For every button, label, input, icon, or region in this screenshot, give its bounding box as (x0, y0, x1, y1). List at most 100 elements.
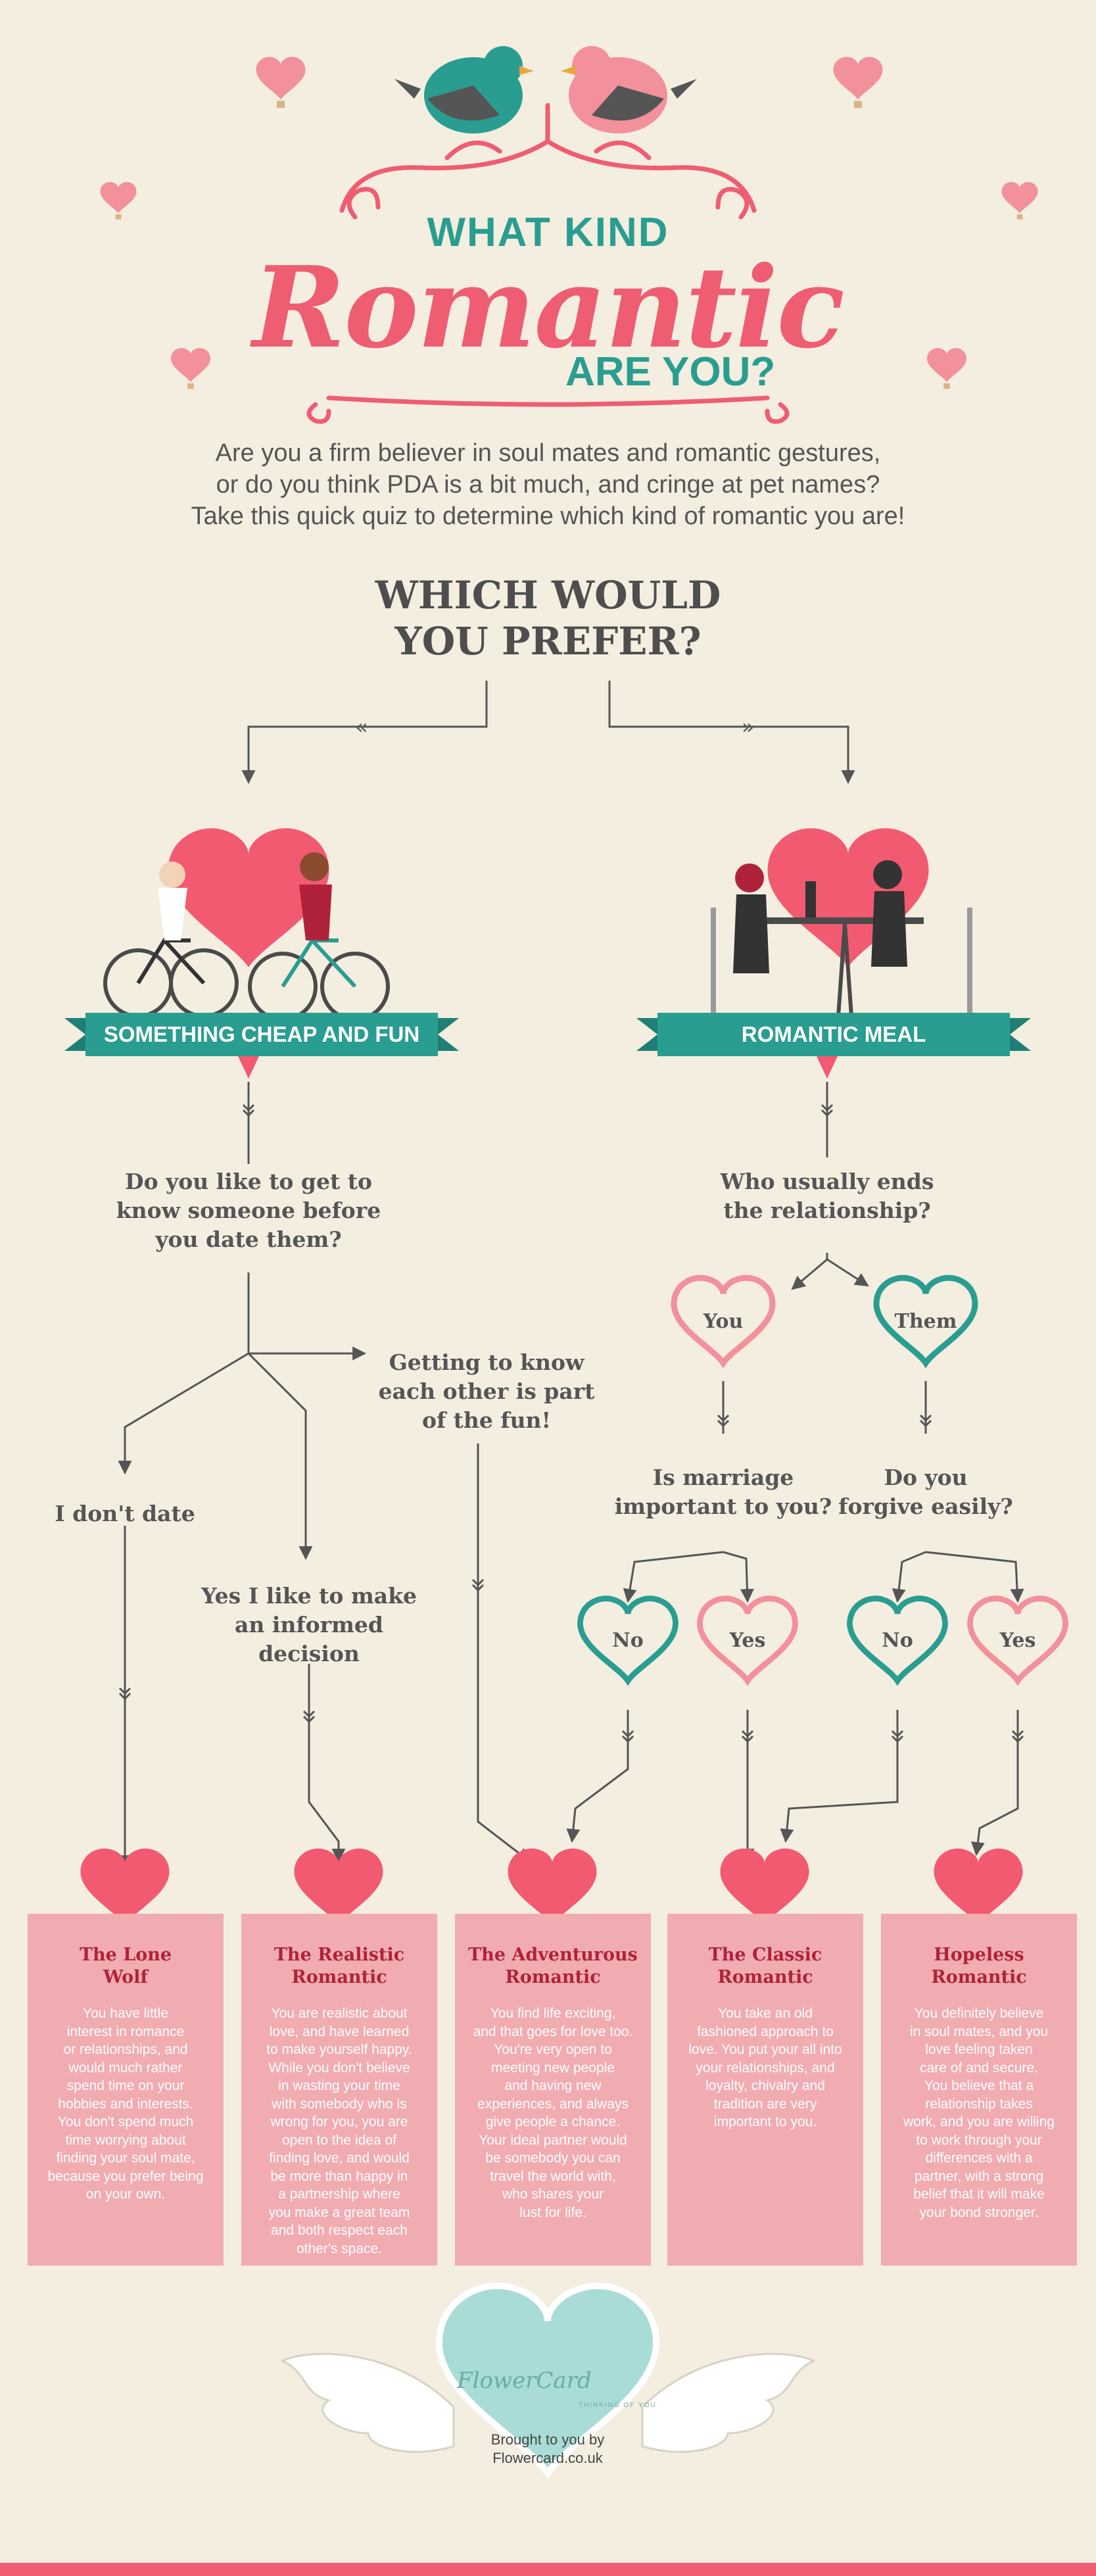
result-description-line: or relationships, and (63, 2042, 188, 2057)
main-question-line: YOU PREFER? (394, 619, 702, 664)
right-question: Who usually ends the relationship? (663, 1167, 991, 1225)
result-description-line: belief that it will make (913, 2187, 1045, 2202)
result-description-line: who shares your (502, 2187, 604, 2202)
result-description-line: You believe that a (924, 2078, 1034, 2093)
dinner-heart-icon (711, 828, 972, 1017)
svg-text:»: » (742, 714, 755, 739)
result-description-line: be more than happy in (270, 2168, 408, 2184)
result-description-line: important to you. (713, 2114, 817, 2129)
result-description-line: You have little (83, 2006, 168, 2021)
result-title-line: Romantic (291, 1967, 387, 1987)
left-banner (64, 1013, 459, 1079)
result-description-line: in wasting your time (278, 2078, 400, 2093)
balloon-heart-icon (100, 57, 1038, 389)
question-marriage-line: Is marriage (652, 1465, 794, 1490)
result-title-line: Romantic (717, 1967, 813, 1987)
result-description-line: loyalty, chivalry and (705, 2078, 825, 2093)
result-description-line: and that goes for love too. (473, 2024, 633, 2039)
flow-arrows: « » (241, 681, 855, 785)
result-description-line: time worrying about (65, 2132, 186, 2148)
flow-lines (118, 1082, 1024, 1870)
title-line-3: ARE YOU? (565, 349, 776, 395)
answer-them: Them (894, 1310, 957, 1333)
result-description-line: because you prefer being (47, 2168, 204, 2184)
bottom-stripe (0, 2563, 1096, 2576)
left-question: Do you like to get to know someone befor… (84, 1167, 413, 1254)
result-description-line: with somebody who is (272, 2096, 407, 2112)
question-forgive: Do you forgive easily? (814, 1463, 1037, 1521)
answer-you: You (703, 1310, 744, 1333)
result-description-line: You definitely believe (914, 2006, 1044, 2021)
question-forgive-line: Do you (884, 1465, 968, 1490)
result-description-line: your bond stronger. (919, 2204, 1039, 2220)
title-line-1: WHAT KIND (427, 210, 669, 255)
result-title-line: The Classic (708, 1945, 822, 1965)
result-description-line: relationship takes (925, 2096, 1033, 2112)
answer-yes-informed-line: Yes I like to make (201, 1583, 417, 1609)
result-description-line: wrong for you, you are (270, 2114, 408, 2129)
intro-line: Are you a firm believer in soul mates an… (215, 439, 881, 467)
result-title-line: Romantic (505, 1967, 601, 1987)
main-question: WHICH WOULD YOU PREFER? (0, 572, 1096, 664)
left-question-line: know someone before (116, 1198, 381, 1223)
result-description-line: spend time on your (66, 2078, 185, 2093)
result-description-line: other's space. (296, 2241, 383, 2256)
answer-getting-to-know: Getting to know each other is part of th… (368, 1348, 605, 1435)
result-title-line: The Realistic (274, 1945, 405, 1965)
result-description: You have little interest in romance or rel… (37, 2005, 214, 2204)
result-description-line: You take an old (717, 2006, 813, 2021)
left-question-line: you date them? (155, 1227, 342, 1252)
answer-getting-to-know-line: Getting to know (389, 1349, 584, 1375)
result-description-line: to make yourself happy. (266, 2042, 412, 2057)
result-description-line: you make a great team (268, 2204, 410, 2220)
result-description-line: on your own. (85, 2187, 166, 2202)
footer-credit-line: Brought to you by (490, 2431, 605, 2448)
result-description: You find life exciting,and that goes for… (464, 2005, 642, 2222)
result-description-line: give people a chance. (485, 2114, 621, 2129)
result-description-line: care of and secure. (920, 2060, 1038, 2076)
title-line-2: Romantic (252, 242, 845, 374)
result-description-line: and having new (504, 2078, 602, 2093)
result-description-line: partner, with a strong (914, 2168, 1044, 2184)
result-description-line: to work through your (916, 2132, 1042, 2148)
answer-no-marriage: No (612, 1629, 644, 1652)
left-option-label: SOMETHING CHEAP AND FUN (103, 1022, 420, 1046)
intro-line: Take this quick quiz to determine which … (191, 502, 905, 530)
answer-yes-informed-line: decision (258, 1641, 360, 1666)
intro-line: or do you think PDA is a bit much, and c… (216, 471, 880, 498)
result-description-line: open to the idea of (282, 2132, 396, 2148)
result-description-line: You don't spend much (57, 2114, 194, 2129)
result-description-line: your relationships, and (696, 2060, 835, 2076)
left-question-line: Do you like to get to (124, 1169, 372, 1194)
result-description-line: interest in romance (66, 2024, 185, 2039)
result-description-line: be somebody you can (485, 2151, 621, 2166)
result-description-line: meeting new people (491, 2060, 615, 2076)
result-title-line: Hopeless (934, 1945, 1024, 1965)
result-description-line: finding your soul mate, (56, 2151, 195, 2166)
result-description-line: work, and you are willing (903, 2114, 1055, 2129)
footer-tagline: THINKING OF YOU (579, 2402, 657, 2409)
answer-getting-to-know-line: of the fun! (421, 1407, 552, 1433)
birds-icon (394, 46, 697, 134)
ornament-icon (306, 103, 790, 424)
result-description-line: lust for life. (519, 2204, 586, 2220)
result-description-line: experiences, and always (477, 2096, 629, 2112)
footer-logo: FlowerCard (457, 2368, 592, 2394)
right-banner (636, 1013, 1031, 1079)
result-title-line: Wolf (103, 1967, 148, 1987)
result-description-line: love feeling taken (925, 2042, 1033, 2057)
answer-yes-informed: Yes I like to make an informed decision (191, 1582, 427, 1668)
main-question-line: WHICH WOULD (375, 573, 721, 618)
right-question-line: Who usually ends (720, 1169, 934, 1194)
result-description-line: love, and have learned (269, 2024, 410, 2039)
